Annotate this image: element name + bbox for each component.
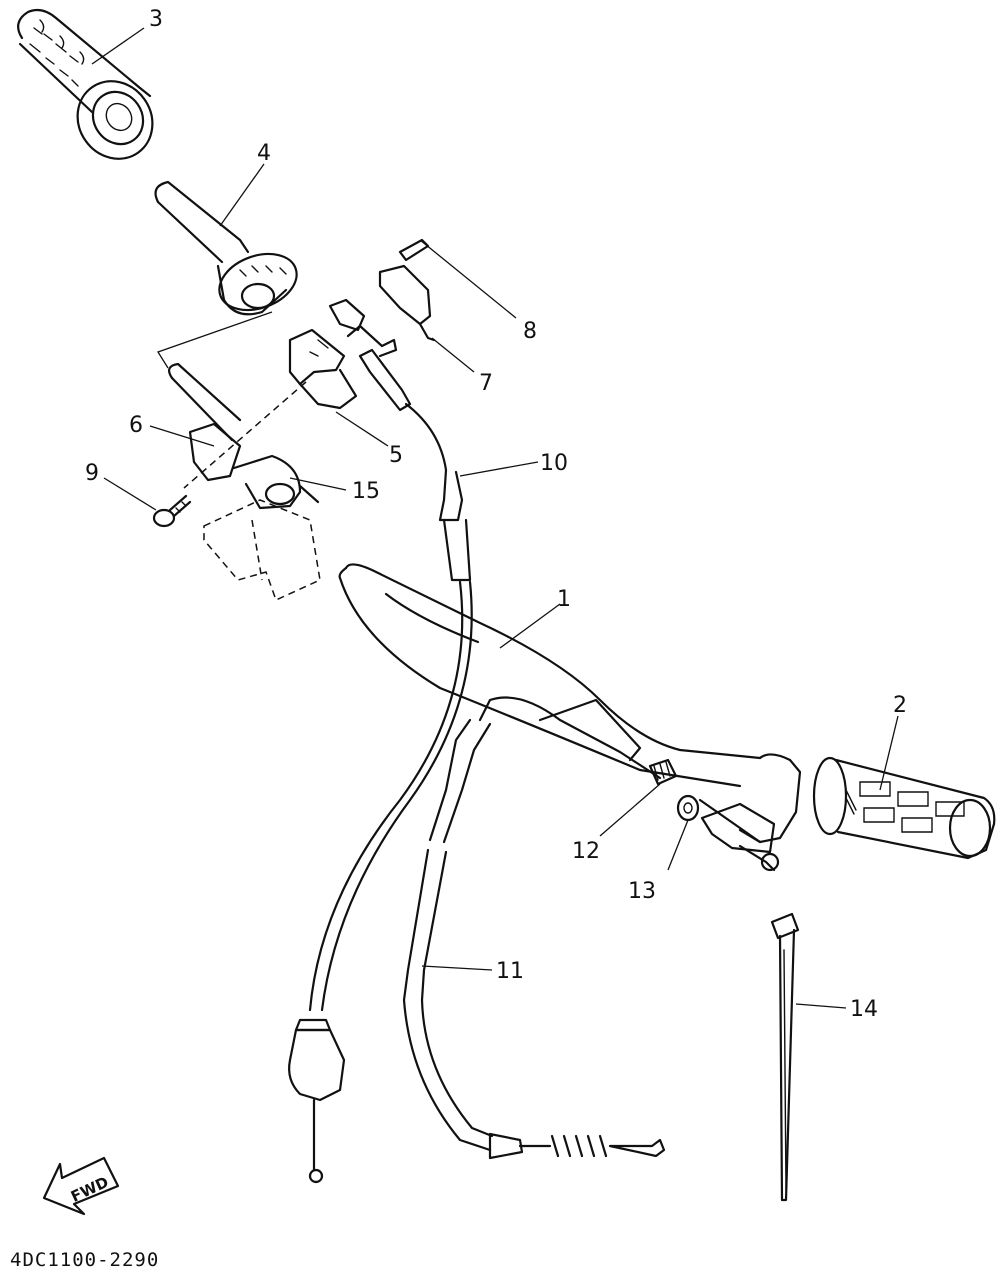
throttle-housing [288, 328, 358, 410]
leader-15 [289, 477, 347, 491]
callout-15: 15 [352, 479, 380, 504]
handlebar [338, 563, 802, 844]
leader-1 [499, 603, 561, 649]
throttle-cable-end [328, 298, 448, 472]
callout-2: 2 [893, 693, 907, 718]
callout-9: 9 [85, 461, 99, 486]
callout-7: 7 [479, 371, 493, 396]
right-grip [812, 756, 996, 860]
cable-connector [378, 238, 436, 342]
callout-1: 1 [557, 587, 571, 612]
callout-4: 4 [257, 141, 271, 166]
leader-14 [795, 1003, 847, 1009]
fwd-label: FWD [68, 1173, 111, 1206]
callout-3: 3 [149, 7, 163, 32]
drawing-code: 4DC1100-2290 [10, 1249, 159, 1271]
leader-2 [879, 715, 899, 791]
left-grip [17, 8, 154, 160]
callout-6: 6 [129, 413, 143, 438]
callout-13: 13 [628, 879, 656, 904]
handlebar-left-assembly [168, 362, 321, 602]
leader-3 [91, 27, 145, 65]
callout-11: 11 [496, 959, 524, 984]
callout-5: 5 [389, 443, 403, 468]
leader-10 [459, 461, 539, 477]
throttle-grip [154, 180, 298, 316]
callout-8: 8 [523, 319, 537, 344]
leader-8 [419, 239, 517, 319]
callout-12: 12 [572, 839, 600, 864]
throttle-cable [288, 468, 473, 1184]
leader-6 [149, 425, 215, 447]
cable-tie [770, 912, 800, 1202]
leader-4 [219, 163, 265, 227]
leader-7 [431, 337, 475, 373]
callout-14: 14 [850, 997, 878, 1022]
leader-9 [103, 477, 157, 511]
bolt [152, 494, 192, 528]
clutch-lever-bracket [700, 802, 780, 872]
leader-13 [667, 819, 689, 871]
locknut [676, 794, 700, 822]
cable-adjuster [648, 758, 678, 786]
leader-11 [421, 965, 493, 971]
callout-10: 10 [540, 451, 568, 476]
fwd-arrow-icon: FWD [42, 1156, 120, 1216]
leader-12 [599, 783, 661, 837]
clutch-cable [402, 696, 666, 1160]
leader-5 [335, 411, 389, 447]
